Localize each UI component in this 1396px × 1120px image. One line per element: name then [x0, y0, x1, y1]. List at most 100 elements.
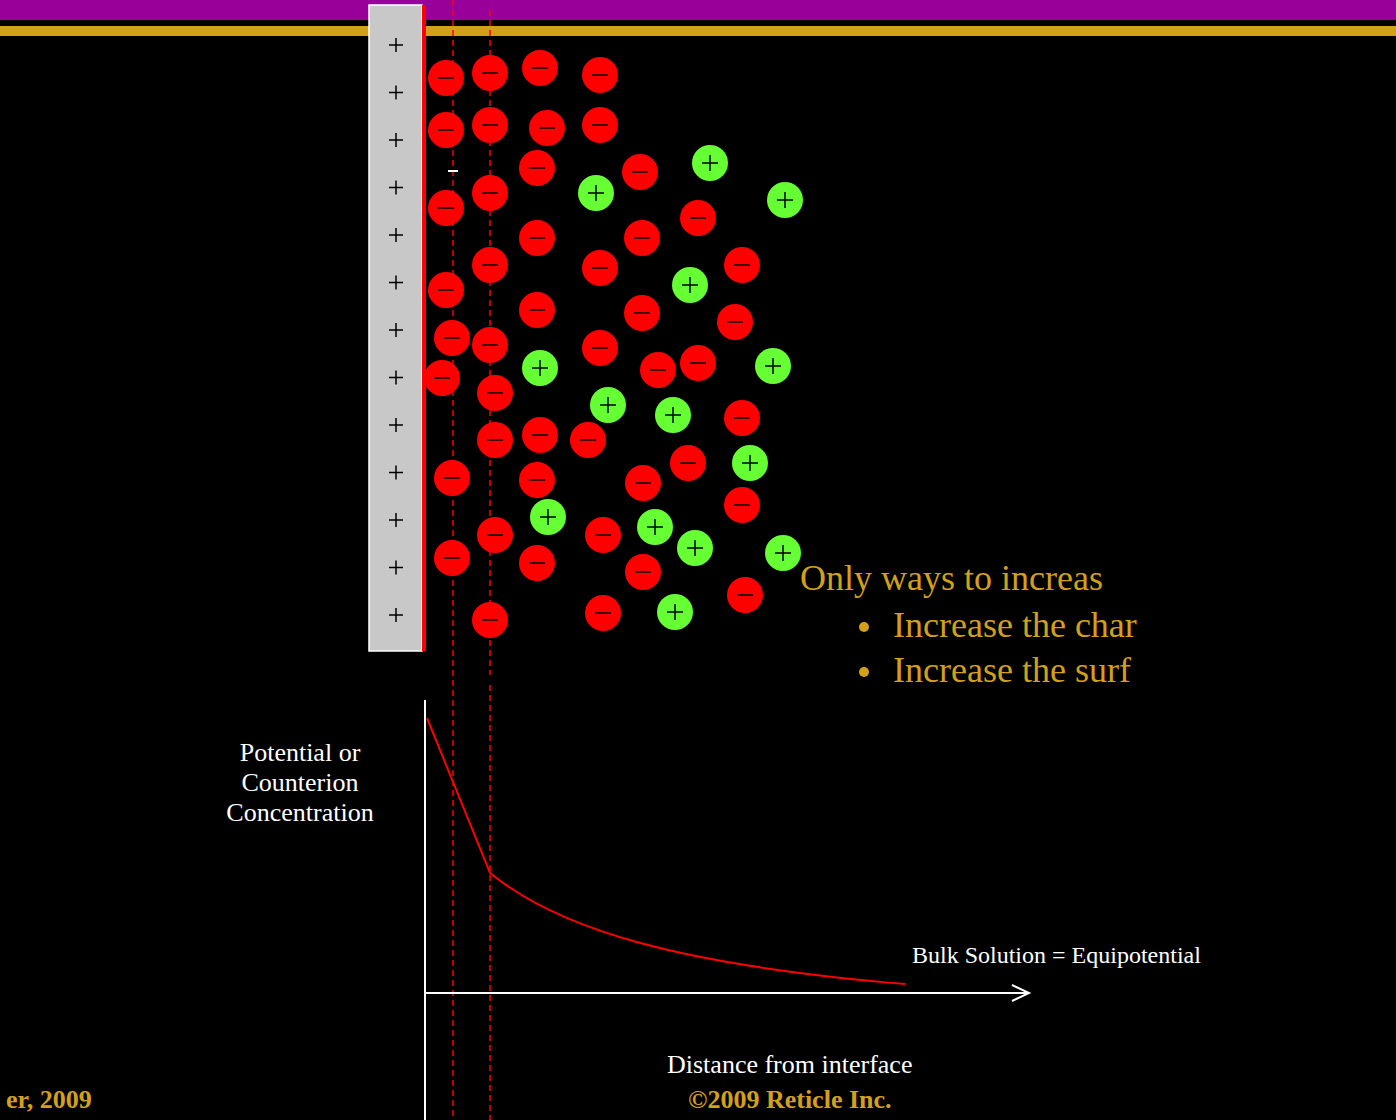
charge-sign — [438, 77, 454, 79]
anion — [582, 57, 618, 93]
charge-sign — [444, 477, 460, 479]
charge-sign — [635, 571, 651, 573]
charge-sign — [529, 167, 545, 169]
charge-sign — [434, 377, 450, 379]
plus-sign — [395, 38, 397, 52]
charge-sign — [529, 479, 545, 481]
charge-sign — [529, 237, 545, 239]
anion — [472, 327, 508, 363]
charge-sign — [734, 504, 750, 506]
charge-sign — [438, 289, 454, 291]
charge-sign — [482, 344, 498, 346]
ions — [424, 50, 803, 638]
charge-sign — [772, 358, 774, 374]
plus-sign — [395, 276, 397, 290]
annotation: Bulk Solution = Equipotential — [912, 942, 1201, 970]
charge-sign — [482, 619, 498, 621]
anion — [570, 422, 606, 458]
anion — [585, 517, 621, 553]
charge-sign — [650, 369, 666, 371]
anion — [724, 487, 760, 523]
charge-sign — [487, 439, 503, 441]
charge-sign — [784, 192, 786, 208]
anion — [519, 292, 555, 328]
cation — [732, 445, 768, 481]
charge-sign — [694, 540, 696, 556]
anion — [519, 150, 555, 186]
anion — [472, 175, 508, 211]
anion — [428, 190, 464, 226]
cation — [765, 535, 801, 571]
plus-sign — [395, 371, 397, 385]
charge-sign — [607, 397, 609, 413]
charge-sign — [727, 321, 743, 323]
anion — [724, 400, 760, 436]
charge-sign — [532, 434, 548, 436]
anion — [519, 545, 555, 581]
charge-sign — [749, 455, 751, 471]
plus-sign — [395, 181, 397, 195]
charge-sign — [482, 264, 498, 266]
plus-sign — [395, 228, 397, 242]
anion — [582, 250, 618, 286]
anion — [519, 462, 555, 498]
charge-sign — [634, 237, 650, 239]
anion — [519, 220, 555, 256]
charge-sign — [487, 534, 503, 536]
charge-sign — [734, 264, 750, 266]
bullet-text: Increase the surf — [893, 650, 1131, 691]
copyright: ©2009 Reticle Inc. — [688, 1085, 892, 1115]
title-bar — [0, 0, 1396, 20]
anion — [472, 602, 508, 638]
y-axis — [424, 700, 426, 1120]
date-footer: er, 2009 — [6, 1085, 92, 1115]
anion — [582, 330, 618, 366]
bullet-text: Increase the char — [893, 605, 1137, 646]
potential-curve — [427, 718, 905, 984]
small-charge — [448, 170, 458, 172]
charge-sign — [529, 309, 545, 311]
anion — [585, 595, 621, 631]
plus-sign — [395, 561, 397, 575]
charge-sign — [592, 74, 608, 76]
cation — [590, 387, 626, 423]
anion — [472, 247, 508, 283]
plus-sign — [395, 513, 397, 527]
anion — [622, 154, 658, 190]
cation — [677, 530, 713, 566]
charge-sign — [690, 217, 706, 219]
anion — [727, 577, 763, 613]
anion — [428, 112, 464, 148]
electrode-surface — [422, 5, 426, 651]
charge-sign — [672, 407, 674, 423]
charge-sign — [482, 124, 498, 126]
charge-sign — [634, 312, 650, 314]
gold-rule — [0, 26, 1396, 36]
charge-sign — [482, 192, 498, 194]
anion — [625, 554, 661, 590]
anion — [670, 445, 706, 481]
charge-sign — [632, 171, 648, 173]
anion — [724, 247, 760, 283]
charge-sign — [532, 67, 548, 69]
bullet — [859, 622, 869, 632]
plus-sign — [395, 608, 397, 622]
charge-sign — [654, 519, 656, 535]
anion — [625, 465, 661, 501]
charge-sign — [595, 185, 597, 201]
anion — [472, 107, 508, 143]
charge-sign — [734, 417, 750, 419]
anion — [640, 352, 676, 388]
charge-sign — [592, 124, 608, 126]
anion — [477, 375, 513, 411]
charge-sign — [709, 155, 711, 171]
cation — [755, 348, 791, 384]
anion — [680, 200, 716, 236]
charge-sign — [482, 72, 498, 74]
plus-sign — [395, 418, 397, 432]
charge-sign — [444, 337, 460, 339]
cation — [767, 182, 803, 218]
plus-sign — [395, 133, 397, 147]
charge-sign — [690, 362, 706, 364]
charge-sign — [487, 392, 503, 394]
